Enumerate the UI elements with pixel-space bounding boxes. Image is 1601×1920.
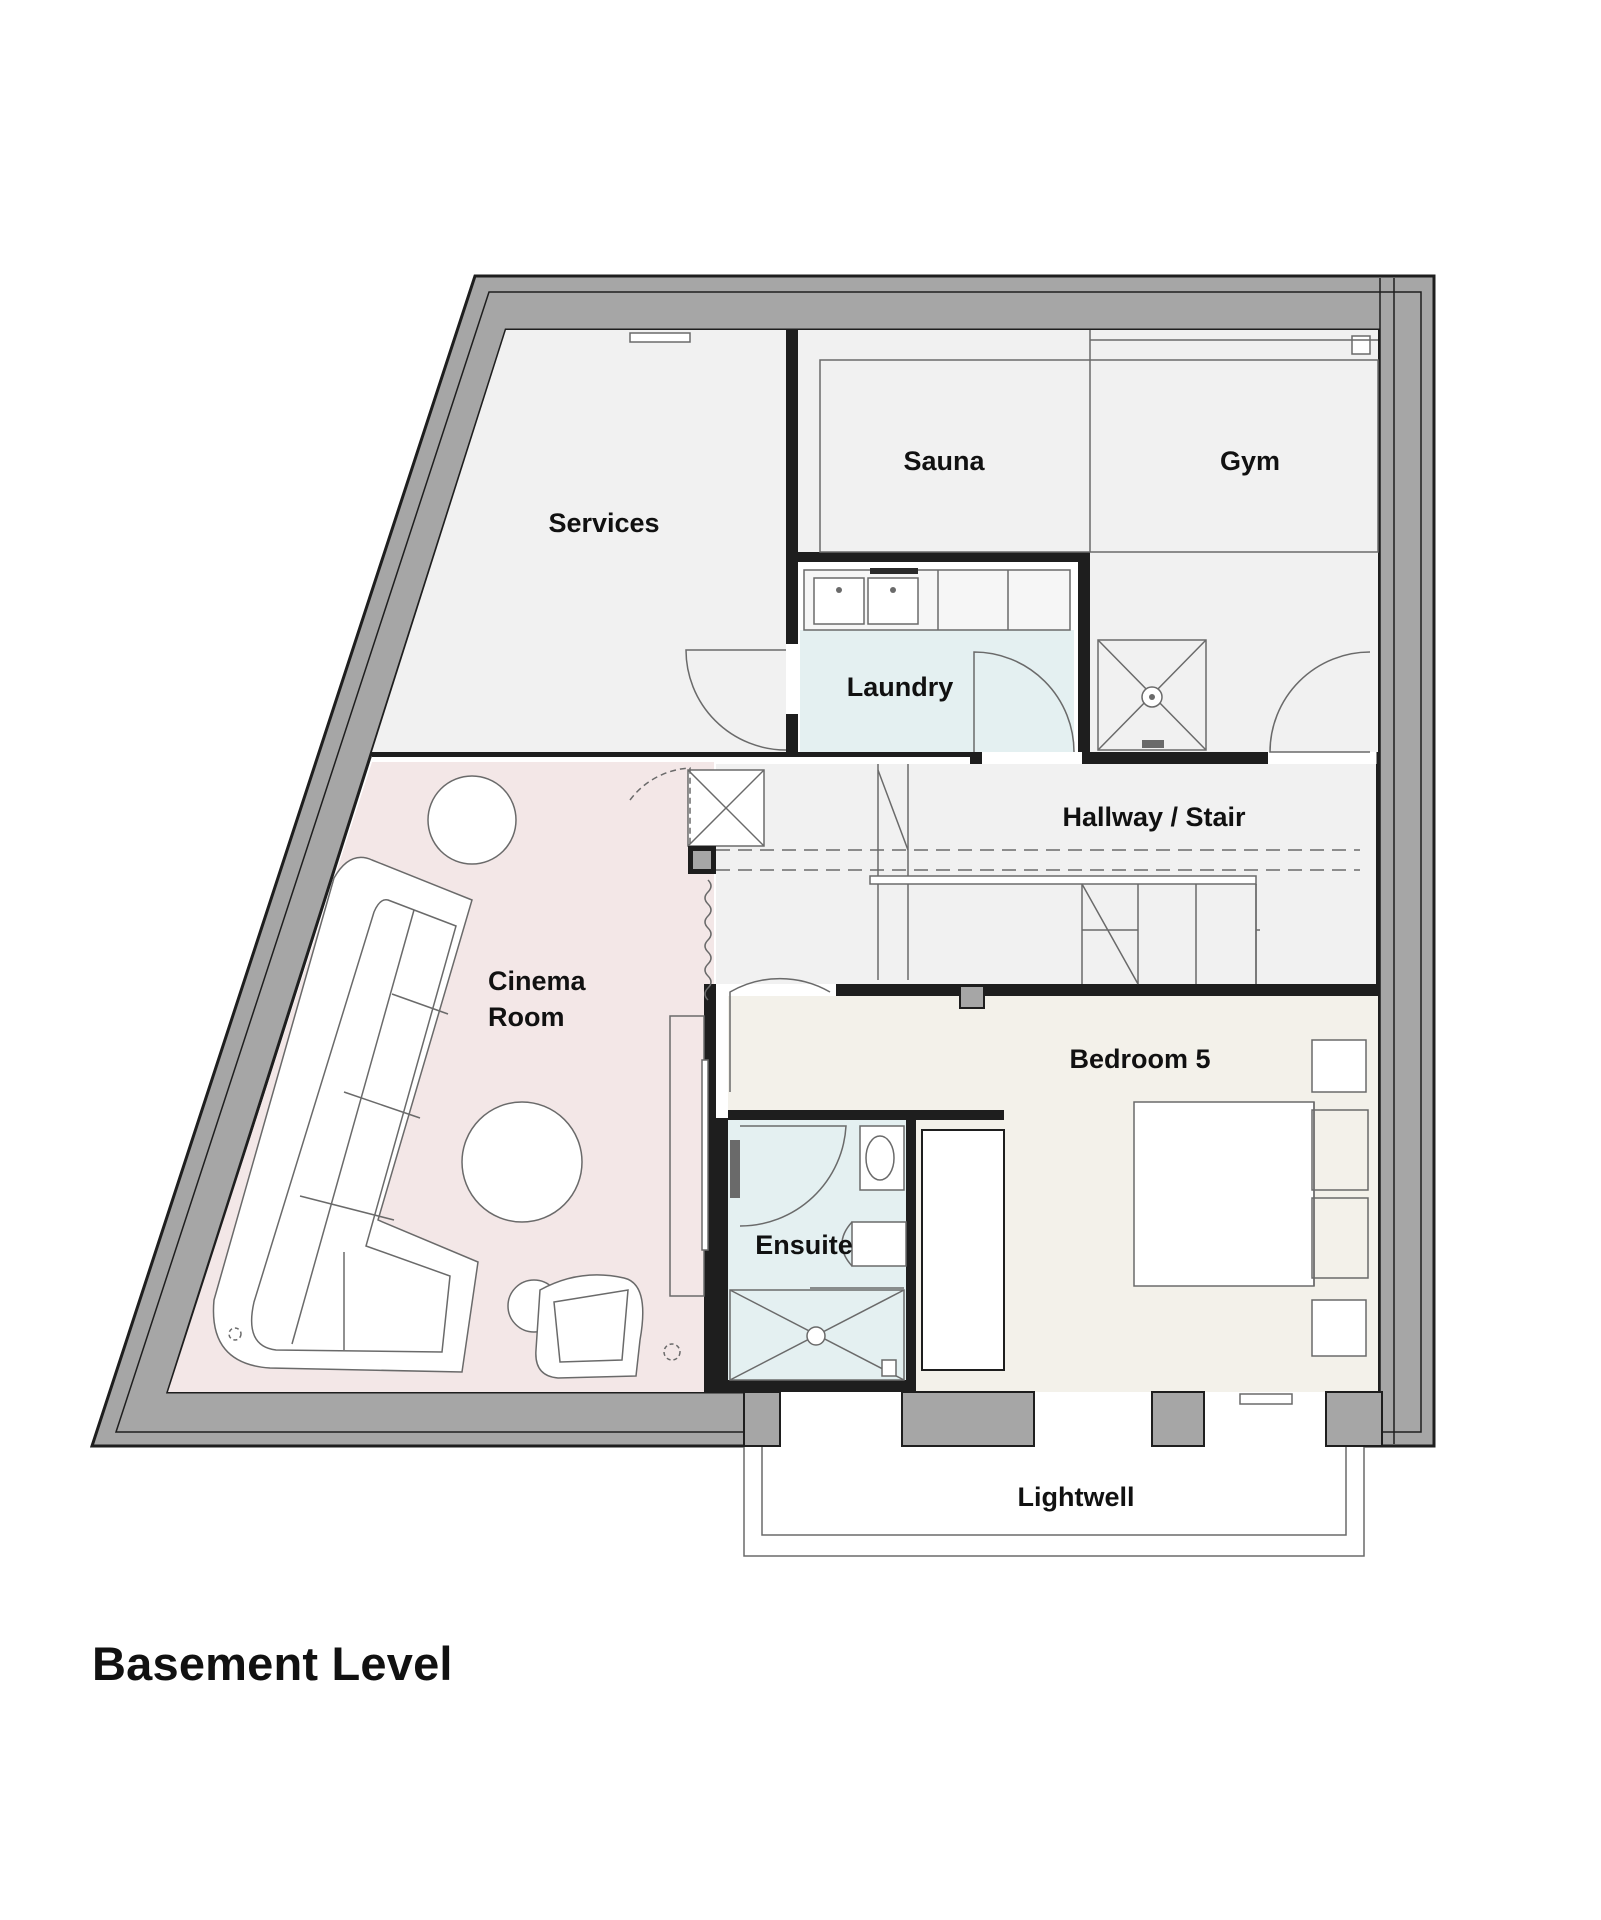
room-label-hallway: Hallway / Stair — [1062, 802, 1246, 832]
sink-icon — [813, 577, 865, 625]
room-label-bedroom: Bedroom 5 — [1069, 1044, 1210, 1074]
bedside-table-bottom — [1311, 1299, 1367, 1357]
cinema-folding-screen — [704, 879, 712, 1001]
cinema-sofa — [212, 856, 479, 1373]
ensuite-fixtures — [729, 1125, 907, 1381]
sauna-area — [798, 330, 1090, 556]
outer-wall-inner-line — [114, 291, 1422, 1433]
gym-rack — [819, 359, 1379, 553]
bed — [1133, 1101, 1369, 1287]
room-label-services: Services — [548, 508, 659, 538]
gym-door-swing — [1269, 651, 1371, 753]
cinema-screen — [701, 1059, 709, 1251]
cinema-armchair — [535, 1274, 644, 1379]
page-title: Basement Level — [92, 1637, 453, 1690]
gym-corner-box — [1351, 335, 1371, 355]
hallway-lift — [687, 769, 765, 874]
cinema-side-table — [427, 775, 517, 865]
cinema-coffee-table — [461, 1101, 583, 1223]
wardrobe — [921, 1129, 1005, 1371]
services-area — [372, 330, 786, 752]
laundry-door-swing — [973, 651, 1075, 753]
stair — [869, 875, 1260, 985]
services-door-swing — [685, 649, 787, 751]
room-label-lightwell: Lightwell — [1018, 1482, 1135, 1512]
laundry-area — [800, 630, 1074, 752]
services-vent — [629, 332, 691, 343]
bedside-table-top — [1311, 1039, 1367, 1093]
lightwell-area — [744, 1392, 1364, 1557]
bedroom-door-swing — [729, 977, 831, 1092]
room-label-laundry: Laundry — [847, 672, 954, 702]
room-label-gym: Gym — [1220, 446, 1280, 476]
room-label-cinema-line1: Cinema — [488, 966, 587, 996]
room-label-ensuite: Ensuite — [755, 1230, 853, 1260]
shower-fixture — [1097, 639, 1207, 751]
lightwell-outline — [743, 1392, 1365, 1557]
laundry-fixtures — [803, 568, 1071, 631]
lightwell-vent — [1239, 1393, 1293, 1405]
room-label-cinema-line2: Room — [488, 1002, 565, 1032]
hallway-area — [716, 764, 1378, 984]
room-label-sauna: Sauna — [903, 446, 985, 476]
lightwell-piers — [743, 1391, 1383, 1447]
